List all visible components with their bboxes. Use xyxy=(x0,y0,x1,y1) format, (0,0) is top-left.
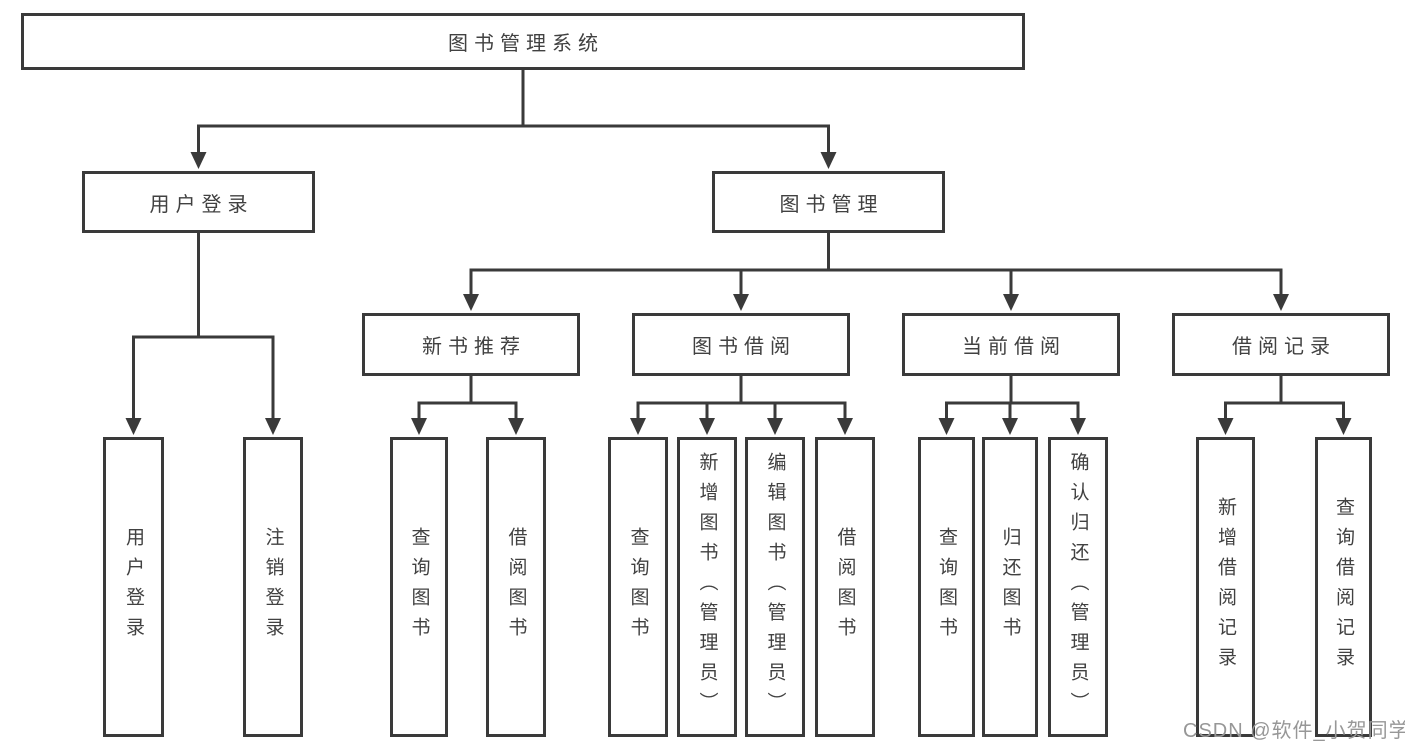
watermark-text: CSDN @软件_小贺同学 xyxy=(1183,720,1405,742)
leaf-add-books-admin: 新增图书（管理员） xyxy=(677,437,737,737)
leaf-logout: 注销登录 xyxy=(243,437,303,737)
leaf-return-books: 归还图书 xyxy=(982,437,1038,737)
leaf-query-borrow-record: 查询借阅记录 xyxy=(1315,437,1372,737)
leaf-edit-books-admin: 编辑图书（管理员） xyxy=(745,437,805,737)
node-book-borrowing: 图书借阅 xyxy=(632,313,850,376)
node-user-login: 用户登录 xyxy=(82,171,315,233)
leaf-confirm-return-admin: 确认归还（管理员） xyxy=(1048,437,1108,737)
node-borrowing-records: 借阅记录 xyxy=(1172,313,1390,376)
node-book-management: 图书管理 xyxy=(712,171,945,233)
leaf-query-books-recommend: 查询图书 xyxy=(390,437,448,737)
leaf-add-borrow-record: 新增借阅记录 xyxy=(1196,437,1255,737)
leaf-user-login: 用户登录 xyxy=(103,437,164,737)
node-library-management-system: 图书管理系统 xyxy=(21,13,1025,70)
node-new-book-recommendation: 新书推荐 xyxy=(362,313,580,376)
node-current-borrowing: 当前借阅 xyxy=(902,313,1120,376)
leaf-borrow-books-recommend: 借阅图书 xyxy=(486,437,546,737)
leaf-query-books-current: 查询图书 xyxy=(918,437,975,737)
leaf-borrow-books: 借阅图书 xyxy=(815,437,875,737)
leaf-query-books-borrowing: 查询图书 xyxy=(608,437,668,737)
